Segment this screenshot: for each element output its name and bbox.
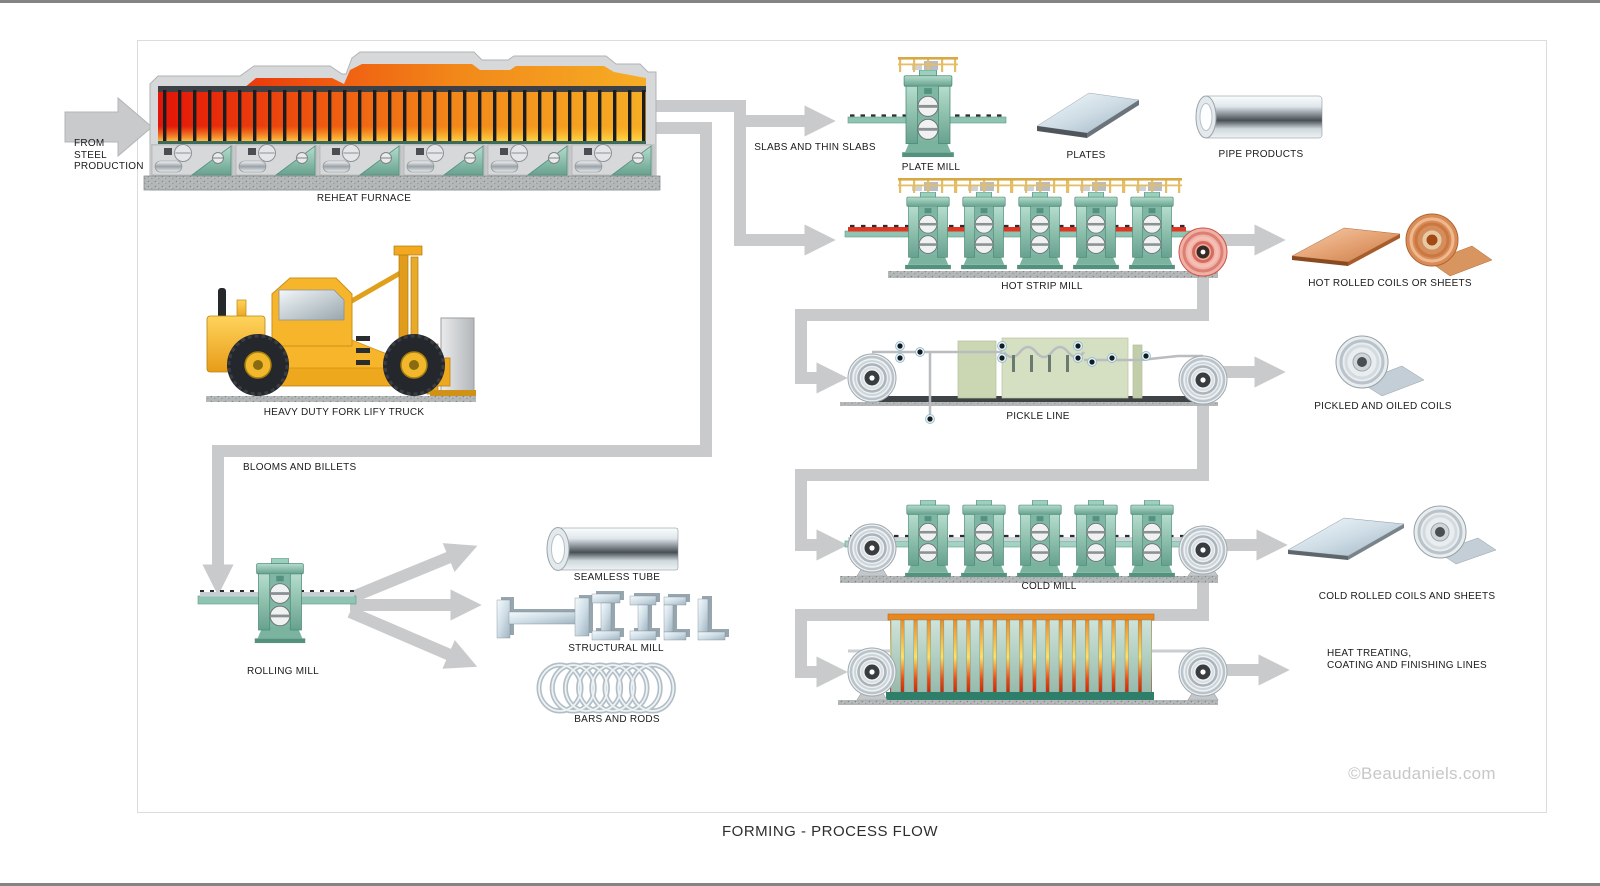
label-seamless-tube: SEAMLESS TUBE bbox=[573, 572, 661, 583]
label-hot-strip-mill: HOT STRIP MILL bbox=[1001, 281, 1083, 292]
label-pickled-oiled-coils: PICKLED AND OILED COILS bbox=[1314, 401, 1452, 412]
label-hot-rolled-coils: HOT ROLLED COILS OR SHEETS bbox=[1308, 278, 1472, 289]
seamless-tube-illustration bbox=[546, 527, 679, 571]
from-steel-arrow bbox=[64, 96, 153, 158]
fork-lift-truck-illustration bbox=[206, 245, 476, 402]
diagram-title: FORMING - PROCESS FLOW bbox=[721, 823, 939, 840]
hot-strip-mill-illustration bbox=[844, 178, 1228, 278]
plate-mill-illustration bbox=[847, 57, 1007, 158]
pickled-oiled-coils-illustration bbox=[1335, 335, 1425, 397]
pipe-products-illustration bbox=[1195, 95, 1323, 139]
plates-illustration bbox=[1036, 92, 1140, 138]
cold-rolled-coils-illustration bbox=[1287, 505, 1497, 565]
furnace-machinery-row bbox=[151, 144, 653, 176]
label-cold-rolled-coils: COLD ROLLED COILS AND SHEETS bbox=[1318, 591, 1496, 602]
label-pipe-products: PIPE PRODUCTS bbox=[1218, 149, 1304, 160]
flow-connectors bbox=[64, 96, 1290, 688]
pickle-line-rollers bbox=[895, 341, 1151, 424]
forklift-wheels bbox=[227, 334, 445, 396]
hot-coil bbox=[1178, 227, 1228, 277]
top-border-band bbox=[0, 0, 1600, 3]
label-structural-mill: STRUCTURAL MILL bbox=[568, 643, 664, 654]
bars-and-rods-illustration bbox=[536, 662, 676, 714]
label-plates: PLATES bbox=[1066, 150, 1106, 161]
cold-mill-illustration bbox=[840, 500, 1229, 583]
label-slabs-and-thin-slabs: SLABS AND THIN SLABS bbox=[754, 142, 876, 153]
heat-treating-line-illustration bbox=[838, 613, 1229, 705]
label-from-steel-production: FROM STEEL PRODUCTION bbox=[74, 138, 144, 172]
label-blooms-and-billets: BLOOMS AND BILLETS bbox=[243, 462, 357, 473]
label-reheat-furnace: REHEAT FURNACE bbox=[316, 193, 412, 204]
label-cold-mill: COLD MILL bbox=[1021, 581, 1077, 592]
label-rolling-mill: ROLLING MILL bbox=[247, 666, 319, 677]
reheat-furnace-illustration bbox=[143, 51, 661, 191]
label-pickle-line: PICKLE LINE bbox=[1006, 411, 1070, 422]
label-fork-lift-truck: HEAVY DUTY FORK LIFY TRUCK bbox=[263, 407, 425, 418]
rolling-mill-illustration bbox=[197, 558, 357, 644]
label-heat-treating-lines: HEAT TREATING, COATING AND FINISHING LIN… bbox=[1327, 648, 1487, 671]
bottom-border-band bbox=[0, 883, 1600, 886]
label-bars-and-rods: BARS AND RODS bbox=[574, 714, 660, 725]
structural-shapes-illustration bbox=[496, 591, 729, 641]
copyright-watermark: ©Beaudaniels.com bbox=[1348, 764, 1496, 783]
pickle-line-illustration bbox=[840, 337, 1229, 424]
label-plate-mill: PLATE MILL bbox=[901, 162, 961, 173]
hot-rolled-coils-illustration bbox=[1291, 213, 1493, 277]
